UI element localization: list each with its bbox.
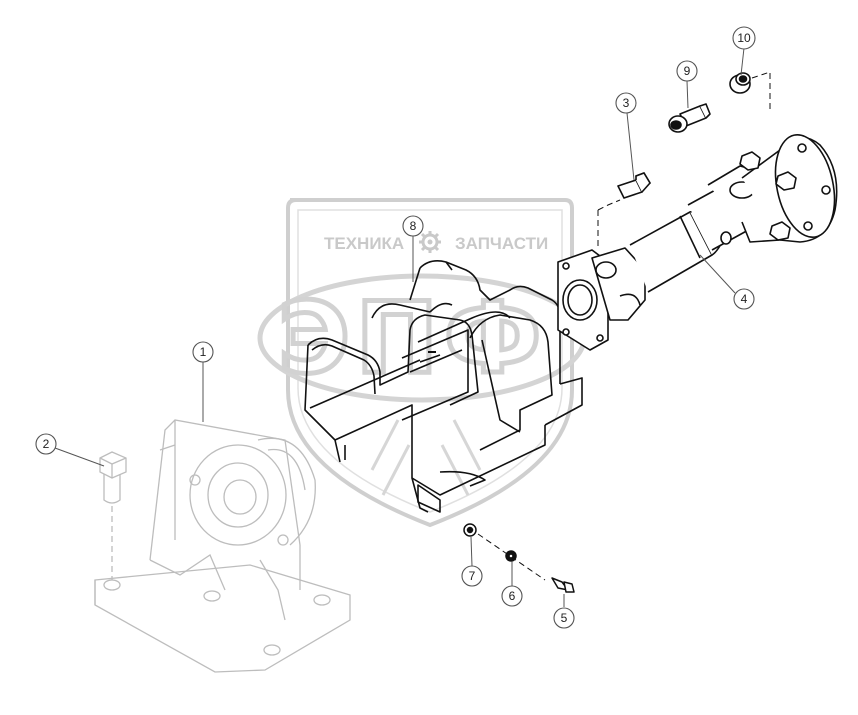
svg-text:2: 2	[43, 437, 50, 451]
svg-text:6: 6	[509, 589, 516, 603]
callout-3: 3	[615, 92, 637, 181]
part-10-nut	[729, 72, 751, 94]
svg-text:3: 3	[623, 96, 630, 110]
callout-4: 4	[699, 254, 755, 310]
svg-text:10: 10	[737, 31, 751, 45]
callout-9: 9	[676, 60, 698, 109]
callout-2: 2	[35, 433, 105, 467]
svg-text:5: 5	[561, 611, 568, 625]
watermark-shield	[286, 198, 574, 528]
part-7-washer	[463, 523, 477, 537]
part-3-bolt	[617, 172, 651, 199]
svg-text:7: 7	[469, 569, 476, 583]
callouts: 1 2 3 4 5 6	[35, 26, 756, 629]
part-2-bolt	[99, 451, 127, 580]
watermark-right-word: ЗАПЧАСТИ	[455, 234, 548, 253]
part-5-bolt	[551, 577, 575, 593]
callout-6: 6	[501, 562, 523, 607]
svg-text:9: 9	[684, 64, 691, 78]
callout-1: 1	[192, 341, 214, 422]
watermark-left-word: ТЕХНИКА	[324, 234, 404, 253]
callout-8: 8	[402, 215, 424, 282]
gear-icon	[419, 231, 441, 253]
callout-7: 7	[461, 536, 483, 587]
part-4-shaft	[557, 134, 838, 351]
part-6-lock-washer	[505, 550, 517, 562]
watermark: ТЕХНИКА ЗАПЧАСТИ ЭПФ	[257, 198, 587, 528]
callout-5: 5	[553, 594, 575, 629]
svg-text:4: 4	[741, 292, 748, 306]
part-8-guard	[304, 260, 583, 513]
svg-text:1: 1	[200, 345, 207, 359]
svg-text:8: 8	[410, 219, 417, 233]
part-9-bolt	[668, 103, 711, 133]
part-1-housing	[94, 419, 351, 673]
callout-10: 10	[732, 26, 756, 76]
wheat-icon	[370, 419, 482, 496]
